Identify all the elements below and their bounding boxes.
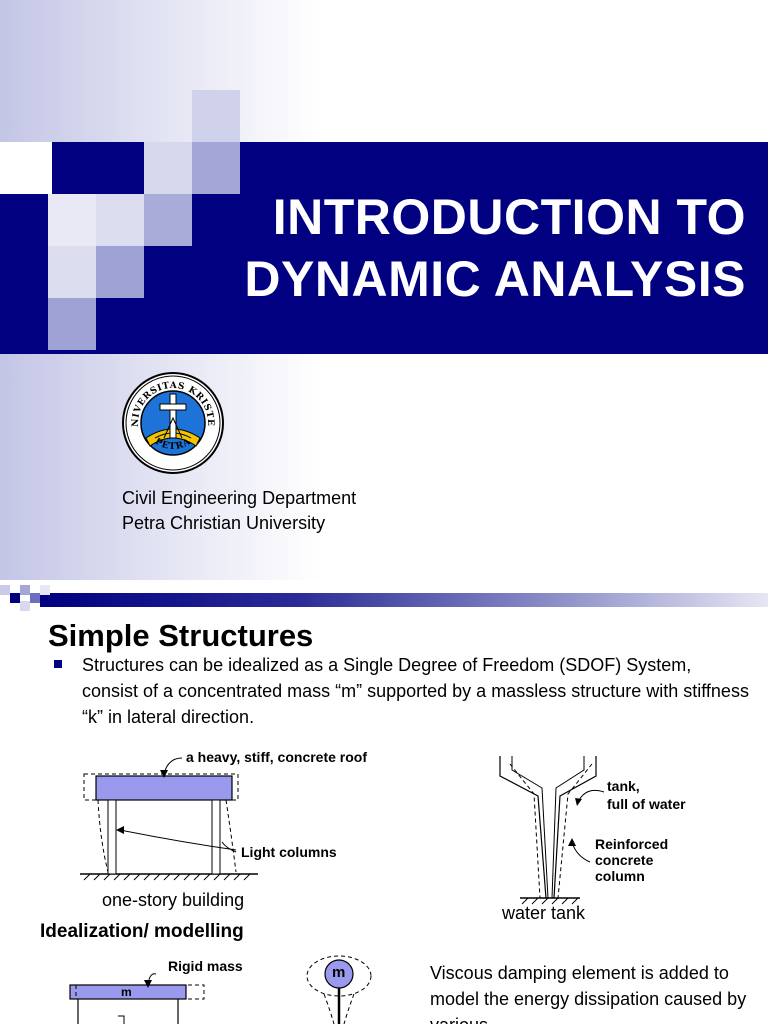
- deco-square: [96, 246, 144, 298]
- deco-square: [144, 142, 192, 194]
- deco-square: [192, 142, 240, 194]
- water-tank-diagram: [499, 756, 605, 905]
- deco-square: [192, 90, 240, 142]
- right-column: [211, 799, 221, 875]
- column-label-3: column: [595, 868, 645, 884]
- roof-slab: [95, 775, 233, 801]
- deco-square: [96, 194, 144, 246]
- content-slide: Simple Structures Structures can be idea…: [0, 580, 768, 1024]
- deco-square: [48, 246, 96, 298]
- title-slide: INTRODUCTION TO DYNAMIC ANALYSIS UNIVERS…: [0, 0, 768, 580]
- mass-symbol: m: [121, 985, 132, 999]
- mass-circle-symbol: m: [332, 964, 346, 981]
- university-name: Petra Christian University: [122, 513, 326, 533]
- strip-pixel: [20, 601, 30, 611]
- strip-pixel: [40, 585, 50, 595]
- structure-diagrams: [69, 756, 605, 1024]
- column-label-2: concrete: [595, 852, 654, 868]
- idealized-frame-diagram: [69, 973, 205, 1024]
- roof-label: a heavy, stiff, concrete roof: [186, 749, 368, 765]
- header-gradient-bar: [40, 593, 768, 607]
- department-name: Civil Engineering Department: [122, 488, 357, 508]
- deco-square: [144, 194, 192, 246]
- title-line-1: INTRODUCTION TO: [272, 189, 746, 245]
- slide-title: INTRODUCTION TO DYNAMIC ANALYSIS: [244, 186, 746, 310]
- left-column: [107, 799, 117, 875]
- strip-pixel: [30, 593, 40, 603]
- university-seal-icon: UNIVERSITAS KRISTEN PETRA: [118, 365, 224, 474]
- tank-caption: water tank: [502, 903, 586, 923]
- svg-text:PETRA: PETRA: [153, 437, 193, 452]
- department-block: Civil Engineering Department Petra Chris…: [122, 486, 356, 536]
- tank-label-1: tank,: [607, 778, 640, 794]
- strip-pixel: [10, 593, 20, 603]
- building-caption: one-story building: [102, 890, 245, 910]
- title-line-2: DYNAMIC ANALYSIS: [244, 251, 746, 307]
- one-story-building-diagram: [80, 757, 258, 881]
- tank-label-2: full of water: [607, 796, 686, 812]
- rigid-mass-label: Rigid mass: [168, 958, 243, 974]
- bullet-marker: [54, 660, 62, 668]
- header-strip: [0, 585, 768, 611]
- viscous-damping-text: Viscous damping element is added to mode…: [430, 963, 747, 1024]
- deco-square: [48, 298, 96, 350]
- deco-square: [48, 194, 96, 246]
- slide-heading: Simple Structures: [48, 618, 314, 653]
- strip-pixel: [20, 585, 30, 595]
- lumped-mass-diagram: [306, 955, 372, 1024]
- idealization-heading: Idealization/ modelling: [40, 921, 244, 942]
- bullet-text: Structures can be idealized as a Single …: [82, 655, 749, 727]
- strip-pixel: [0, 585, 10, 595]
- band-notch: [0, 142, 52, 194]
- column-label-1: Reinforced: [595, 836, 669, 852]
- seal-text-bottom: PETRA: [153, 437, 192, 452]
- columns-label: Light columns: [241, 844, 337, 860]
